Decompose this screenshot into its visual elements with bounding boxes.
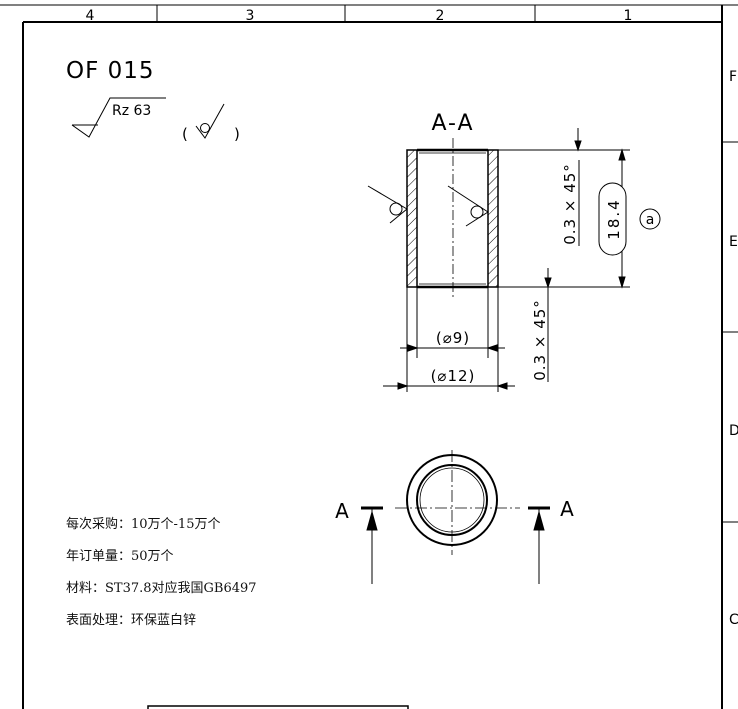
zone-col-1: 1 xyxy=(624,8,633,24)
general-finish-close-paren: ) xyxy=(234,125,240,143)
zone-col-2: 2 xyxy=(436,8,445,24)
note-annual-volume: 年订单量：50万个 xyxy=(66,549,174,564)
length-value: 18.4 xyxy=(605,198,623,239)
top-view xyxy=(395,450,520,555)
part-number: OF 015 xyxy=(66,58,155,84)
section-cut-left-arrow-icon xyxy=(361,506,383,584)
length-inspection-frame xyxy=(598,182,627,256)
roughness-value: Rz 63 xyxy=(112,103,151,119)
inner-diameter-label: (⌀9) xyxy=(436,329,470,347)
surface-indicator-left-icon xyxy=(367,185,408,224)
inspection-balloon-label: a xyxy=(646,212,655,228)
zone-row-c: C xyxy=(729,612,738,628)
general-finish-open-paren: ( xyxy=(182,125,188,143)
zone-row-e: E xyxy=(729,234,738,250)
zone-row-f: F xyxy=(729,69,737,85)
roughness-symbol-icon xyxy=(71,97,166,138)
title-block-edge xyxy=(147,705,409,709)
surface-indicator-right-icon xyxy=(447,185,489,227)
zone-row-d: D xyxy=(729,423,738,439)
section-cut-right-arrow-icon xyxy=(528,506,550,584)
section-cut-right-letter: A xyxy=(560,497,574,521)
note-surface-treatment: 表面处理：环保蓝白锌 xyxy=(66,613,197,628)
left-wall-section xyxy=(406,149,418,288)
diameter-dimensions xyxy=(383,287,515,392)
zone-col-3: 3 xyxy=(246,8,255,24)
drawing-frame xyxy=(0,4,738,709)
outer-diameter-label: (⌀12) xyxy=(431,367,476,385)
note-material: 材料：ST37.8对应我国GB6497 xyxy=(66,581,257,596)
section-label: A-A xyxy=(431,111,474,136)
inspection-balloon xyxy=(639,208,661,230)
section-cut-left-letter: A xyxy=(335,499,349,523)
chamfer-top-label: 0.3 × 45° xyxy=(561,163,579,245)
right-wall-section xyxy=(487,149,499,288)
zone-col-4: 4 xyxy=(86,8,95,24)
general-finish-symbol-icon xyxy=(195,103,225,139)
note-purchase-quantity: 每次采购：10万个-15万个 xyxy=(66,517,221,532)
chamfer-bottom-label: 0.3 × 45° xyxy=(531,299,549,381)
bore-outline xyxy=(417,138,488,300)
